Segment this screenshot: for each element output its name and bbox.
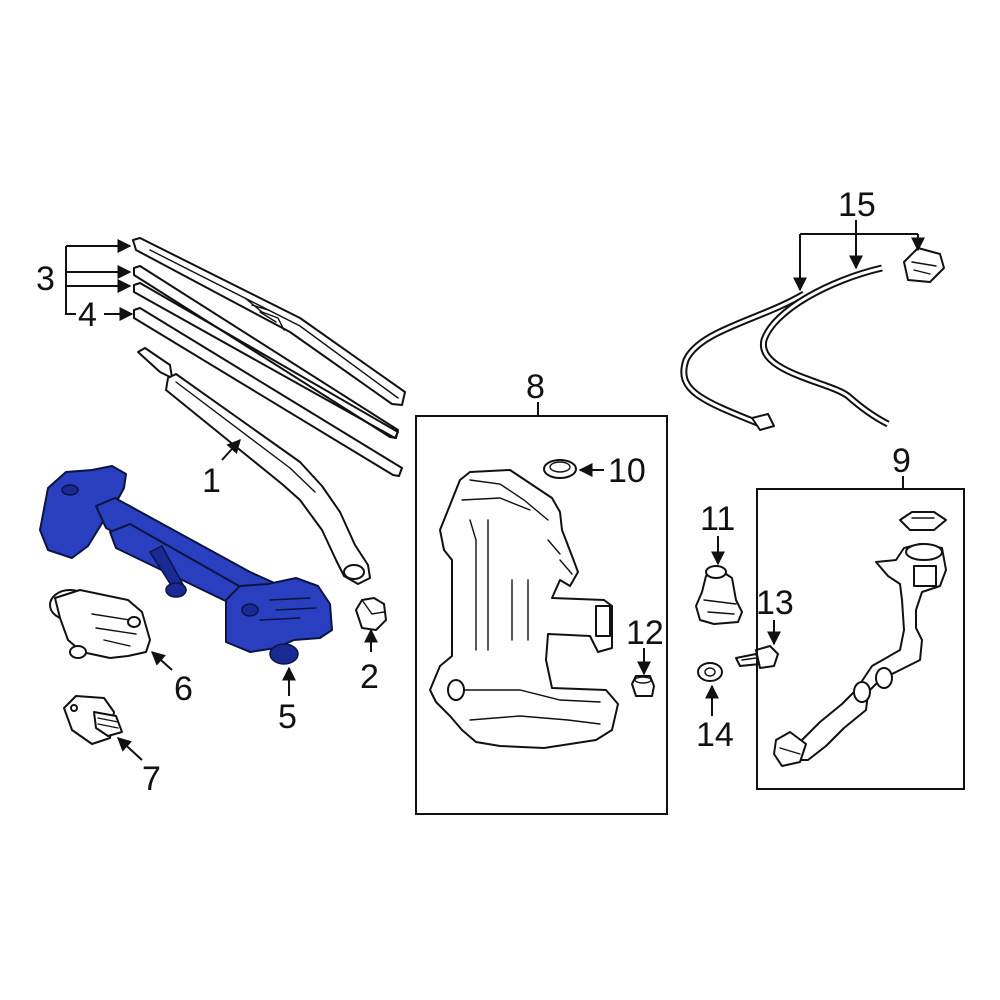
callout-5: 5 <box>278 698 297 736</box>
callout-8: 8 <box>526 368 545 406</box>
callout-14: 14 <box>696 716 734 754</box>
filler-cap[interactable] <box>899 511 947 531</box>
wiper-arm[interactable] <box>137 347 371 585</box>
hose-connector[interactable] <box>903 247 945 283</box>
wiper-motor[interactable] <box>49 589 151 659</box>
callout-1: 1 <box>202 462 221 500</box>
callout-4: 4 <box>78 296 97 334</box>
wiper-blade-strip-lower[interactable] <box>133 282 399 439</box>
callout-13: 13 <box>756 584 794 622</box>
reservoir-frame <box>415 415 668 815</box>
callout-11: 11 <box>700 500 735 538</box>
wiper-refill[interactable] <box>133 307 403 477</box>
reservoir-cap[interactable] <box>543 459 577 479</box>
filler-neck-frame <box>756 488 965 790</box>
washer-hose-left[interactable] <box>680 290 806 431</box>
wiper-linkage-assembly[interactable] <box>39 465 333 665</box>
washer-nozzle[interactable] <box>735 645 779 669</box>
washer-hose-right[interactable] <box>760 264 890 428</box>
callout-15: 15 <box>838 186 876 224</box>
callout-2: 2 <box>360 658 379 696</box>
pump-gasket[interactable] <box>697 662 723 682</box>
grommet[interactable] <box>631 675 655 697</box>
callout-3: 3 <box>36 260 55 298</box>
callout-10: 10 <box>608 452 646 490</box>
callouts: 3 4 1 2 5 6 7 8 10 11 12 13 14 9 15 <box>36 186 911 798</box>
wiper-blade[interactable] <box>132 237 406 406</box>
callout-7: 7 <box>142 760 161 798</box>
wiper-blade-strip-upper[interactable] <box>133 265 399 439</box>
callout-9: 9 <box>892 442 911 480</box>
motor-bracket[interactable] <box>63 695 123 745</box>
washer-pump[interactable] <box>695 565 743 625</box>
callout-6: 6 <box>174 670 193 708</box>
filler-neck[interactable] <box>773 543 947 767</box>
pivot-cap[interactable] <box>355 597 387 631</box>
callout-12: 12 <box>626 614 664 652</box>
leader-lines <box>65 220 925 761</box>
washer-reservoir[interactable] <box>429 469 619 749</box>
